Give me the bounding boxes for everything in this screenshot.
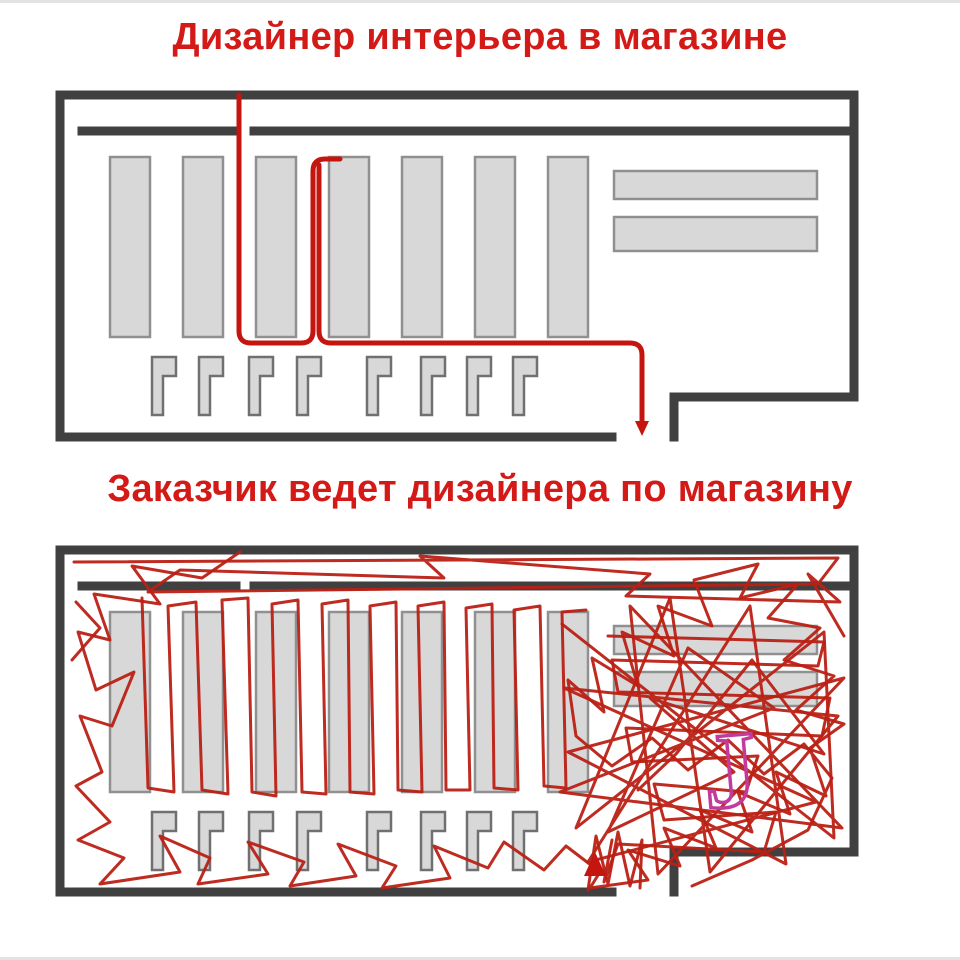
exit-arrow-icon [584, 852, 606, 876]
fixture [295, 810, 323, 872]
fixture [295, 355, 323, 417]
fixture [419, 355, 447, 417]
chaos-path-right-tangle [558, 596, 846, 876]
chaos-path-corridors [70, 554, 846, 662]
fixture [511, 810, 539, 872]
floor-plan-client-svg: J [55, 545, 859, 897]
shelf [181, 610, 225, 794]
designer-route-path [236, 92, 343, 346]
shelf [181, 155, 225, 339]
image-edge-bottom [0, 957, 960, 960]
title-bottom: Заказчик ведет дизайнера по магазину [107, 468, 853, 510]
fixture [197, 810, 225, 872]
j-mark: J [698, 709, 762, 832]
shelf [546, 610, 590, 794]
client-route-group: J [70, 550, 846, 892]
designer-route-path [316, 162, 645, 432]
title-top: Дизайнер интерьера в магазине [172, 16, 788, 58]
floor-plan-client: J [52, 540, 862, 905]
fixtures-group [150, 355, 539, 417]
designer-route-group [236, 92, 649, 436]
walls-group [55, 90, 859, 442]
fixture [365, 355, 393, 417]
fixture [511, 355, 539, 417]
shelf [108, 155, 152, 339]
fixture [465, 810, 493, 872]
shelf [327, 155, 371, 339]
fixture [247, 355, 275, 417]
chaos-path-grand-tour [74, 550, 846, 890]
image-edge-top [0, 0, 960, 3]
shelves-group [108, 155, 819, 339]
exit-arrow-icon [635, 421, 649, 436]
fixture [197, 355, 225, 417]
chaos-path-bar-loops [602, 634, 832, 884]
shelf [254, 155, 298, 339]
wide-shelf [612, 169, 819, 201]
wide-shelf [612, 215, 819, 253]
floor-plan-designer [52, 85, 862, 450]
fixture [365, 810, 393, 872]
fixture [419, 810, 447, 872]
fixture [150, 810, 178, 872]
shelf [473, 155, 517, 339]
chaos-path-exit-scramble [586, 830, 644, 892]
outer-wall [55, 90, 859, 442]
chaos-path-aisle-sweep [140, 596, 588, 798]
floor-plan-designer-svg [55, 90, 859, 442]
shelf [546, 155, 590, 339]
shelf [400, 155, 444, 339]
fixture [465, 355, 493, 417]
fixture [150, 355, 178, 417]
